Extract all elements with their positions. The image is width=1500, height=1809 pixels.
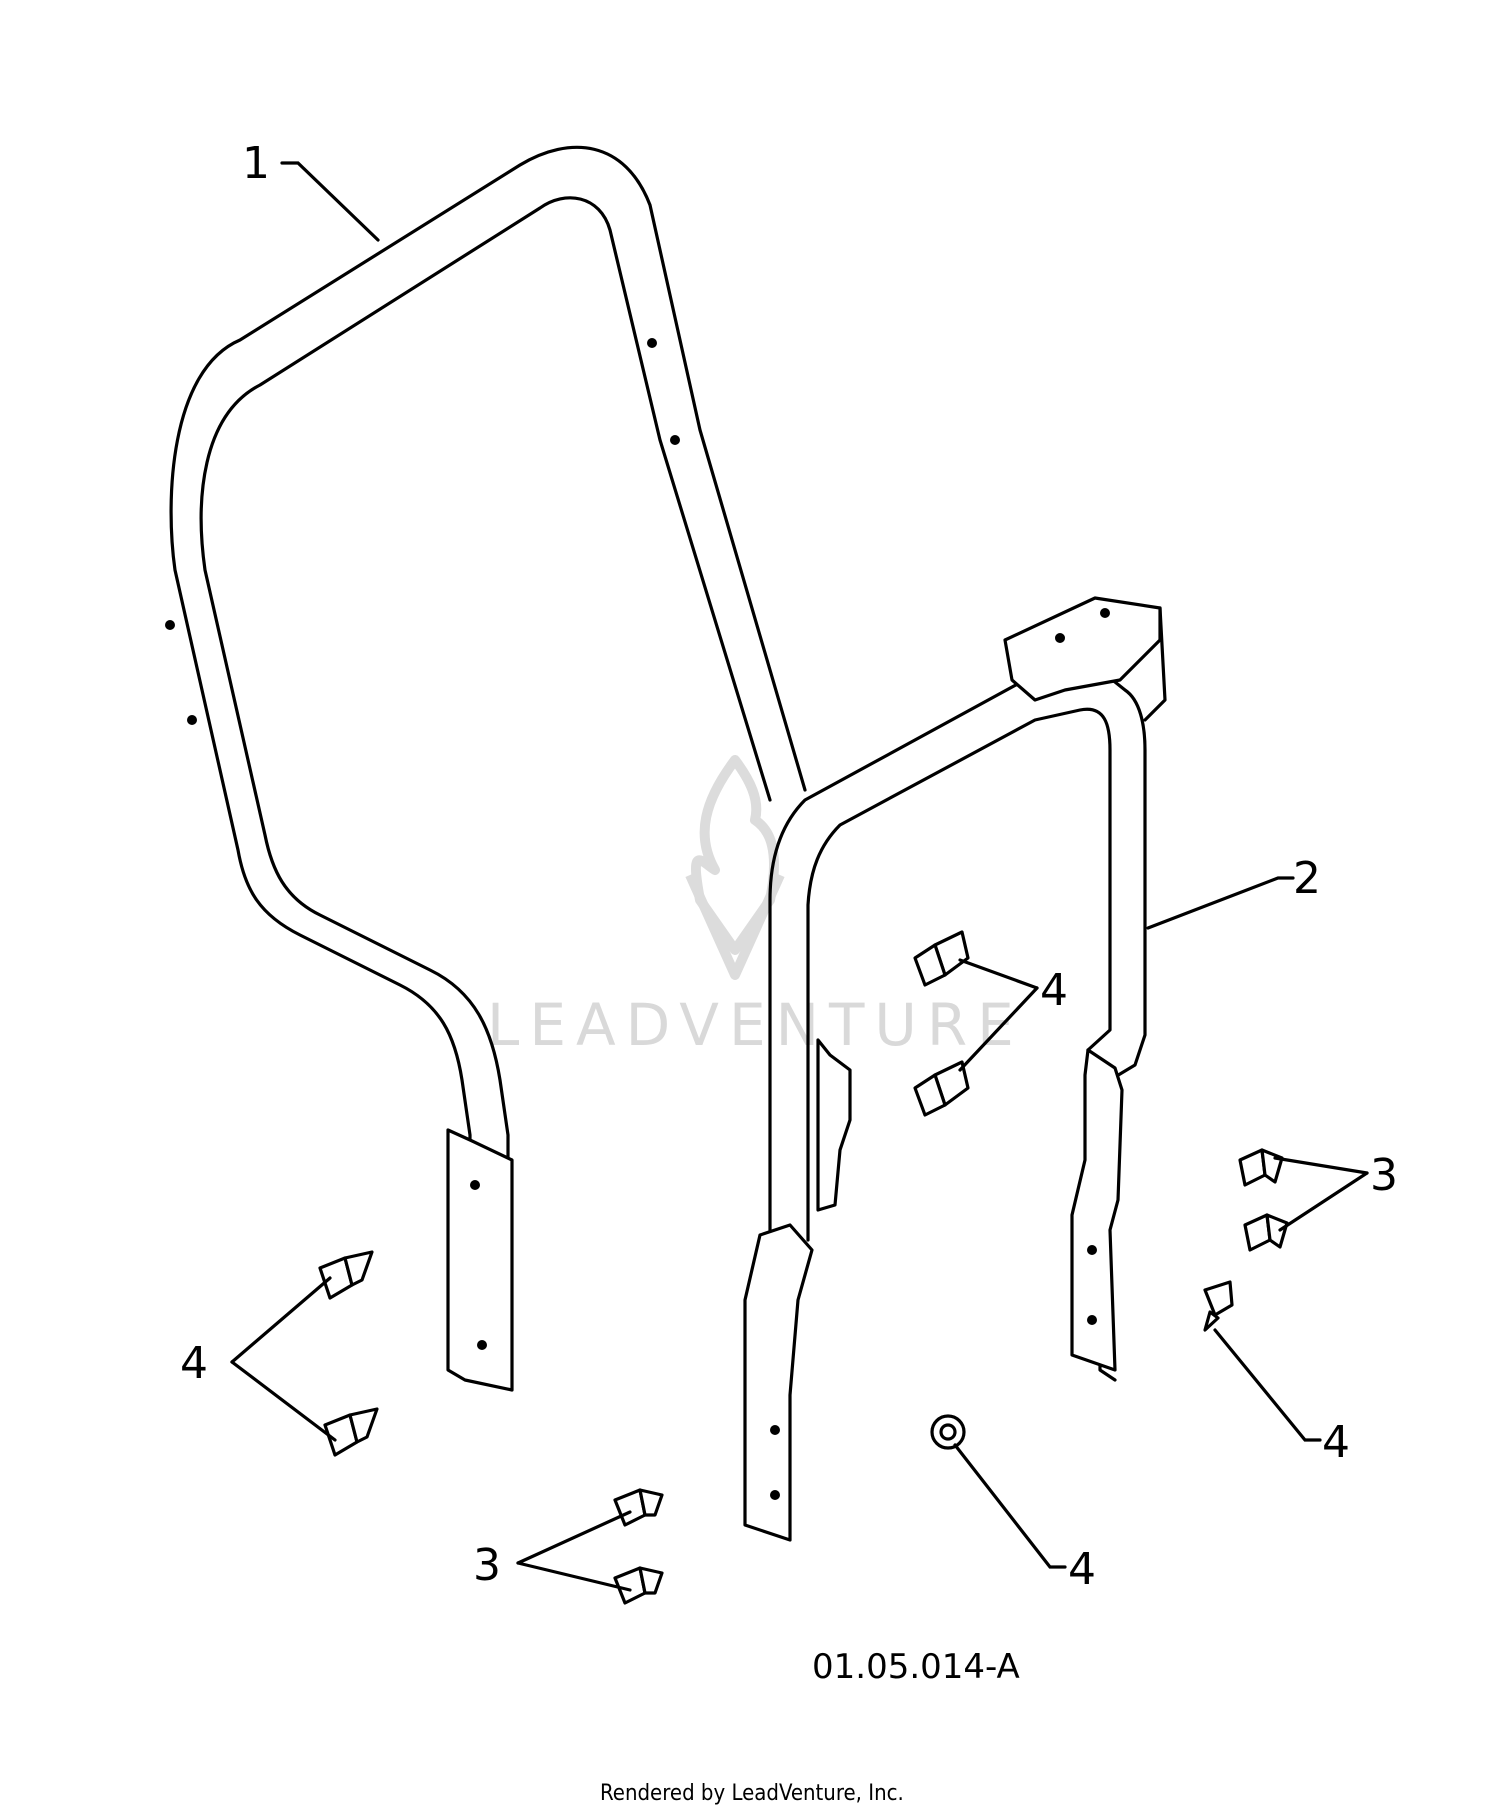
- mount-nub: [647, 338, 657, 348]
- nut-icon: [930, 1414, 966, 1450]
- rear-bar-part-2: [743, 596, 1167, 1542]
- rear-bar-left-bracket: [743, 1223, 814, 1542]
- upper-bar-part-1: [165, 145, 807, 1392]
- callout-4-bottom: 4: [1068, 1544, 1096, 1595]
- bracket-hole: [477, 1340, 487, 1350]
- rear-bar-inner-edge: [806, 707, 1112, 1242]
- watermark-v-icon: [685, 872, 785, 980]
- watermark-text: LEADVENTURE: [487, 991, 1024, 1059]
- leader-lines: [230, 161, 1369, 1592]
- bolt-icon: [913, 1060, 970, 1117]
- drawing-number: 01.05.014-A: [812, 1647, 1020, 1687]
- fasteners: [318, 930, 1289, 1605]
- bracket-hole: [1087, 1245, 1097, 1255]
- upper-bar-left-bracket: [446, 1128, 514, 1392]
- bolt-icon: [1203, 1280, 1234, 1332]
- upper-bar-inner-edge: [199, 196, 772, 1382]
- rear-bar-center-tab: [816, 1038, 852, 1212]
- bolt-icon: [613, 1566, 664, 1605]
- mount-nub: [165, 620, 175, 630]
- rear-bar-top-plate: [1003, 596, 1162, 702]
- bracket-hole: [770, 1425, 780, 1435]
- callout-4-left: 4: [180, 1338, 208, 1389]
- leadventure-watermark: LEADVENTURE: [487, 755, 1024, 1059]
- render-credit: Rendered by LeadVenture, Inc.: [600, 1781, 904, 1806]
- bracket-hole: [470, 1180, 480, 1190]
- callout-3-right: 3: [1370, 1150, 1398, 1201]
- callout-1-upper-bar: 1: [242, 138, 270, 189]
- plate-hole: [1055, 633, 1065, 643]
- callouts: 1 2 4 3 4 4 3 4: [180, 138, 1398, 1595]
- rear-bar-right-bracket: [1070, 1048, 1124, 1372]
- plate-hole: [1100, 608, 1110, 618]
- callout-4-center: 4: [1040, 965, 1068, 1016]
- bolt-icon: [323, 1407, 379, 1457]
- callout-3-bottom: 3: [473, 1540, 501, 1591]
- rear-bar-plate-side: [1143, 606, 1167, 722]
- bolt-icon: [1243, 1213, 1289, 1252]
- upper-bar-outer-edge: [169, 145, 807, 1382]
- bolt-icon: [613, 1488, 664, 1527]
- bracket-hole: [1087, 1315, 1097, 1325]
- rear-bar-outer-edge: [768, 668, 1147, 1382]
- mount-nub: [670, 435, 680, 445]
- bolt-icon: [1238, 1148, 1284, 1187]
- mount-nub: [187, 715, 197, 725]
- callout-4-right: 4: [1322, 1417, 1350, 1468]
- bolt-icon: [913, 930, 970, 987]
- bracket-hole: [770, 1490, 780, 1500]
- callout-2-rear-bar: 2: [1293, 853, 1321, 904]
- bolt-icon: [318, 1250, 374, 1300]
